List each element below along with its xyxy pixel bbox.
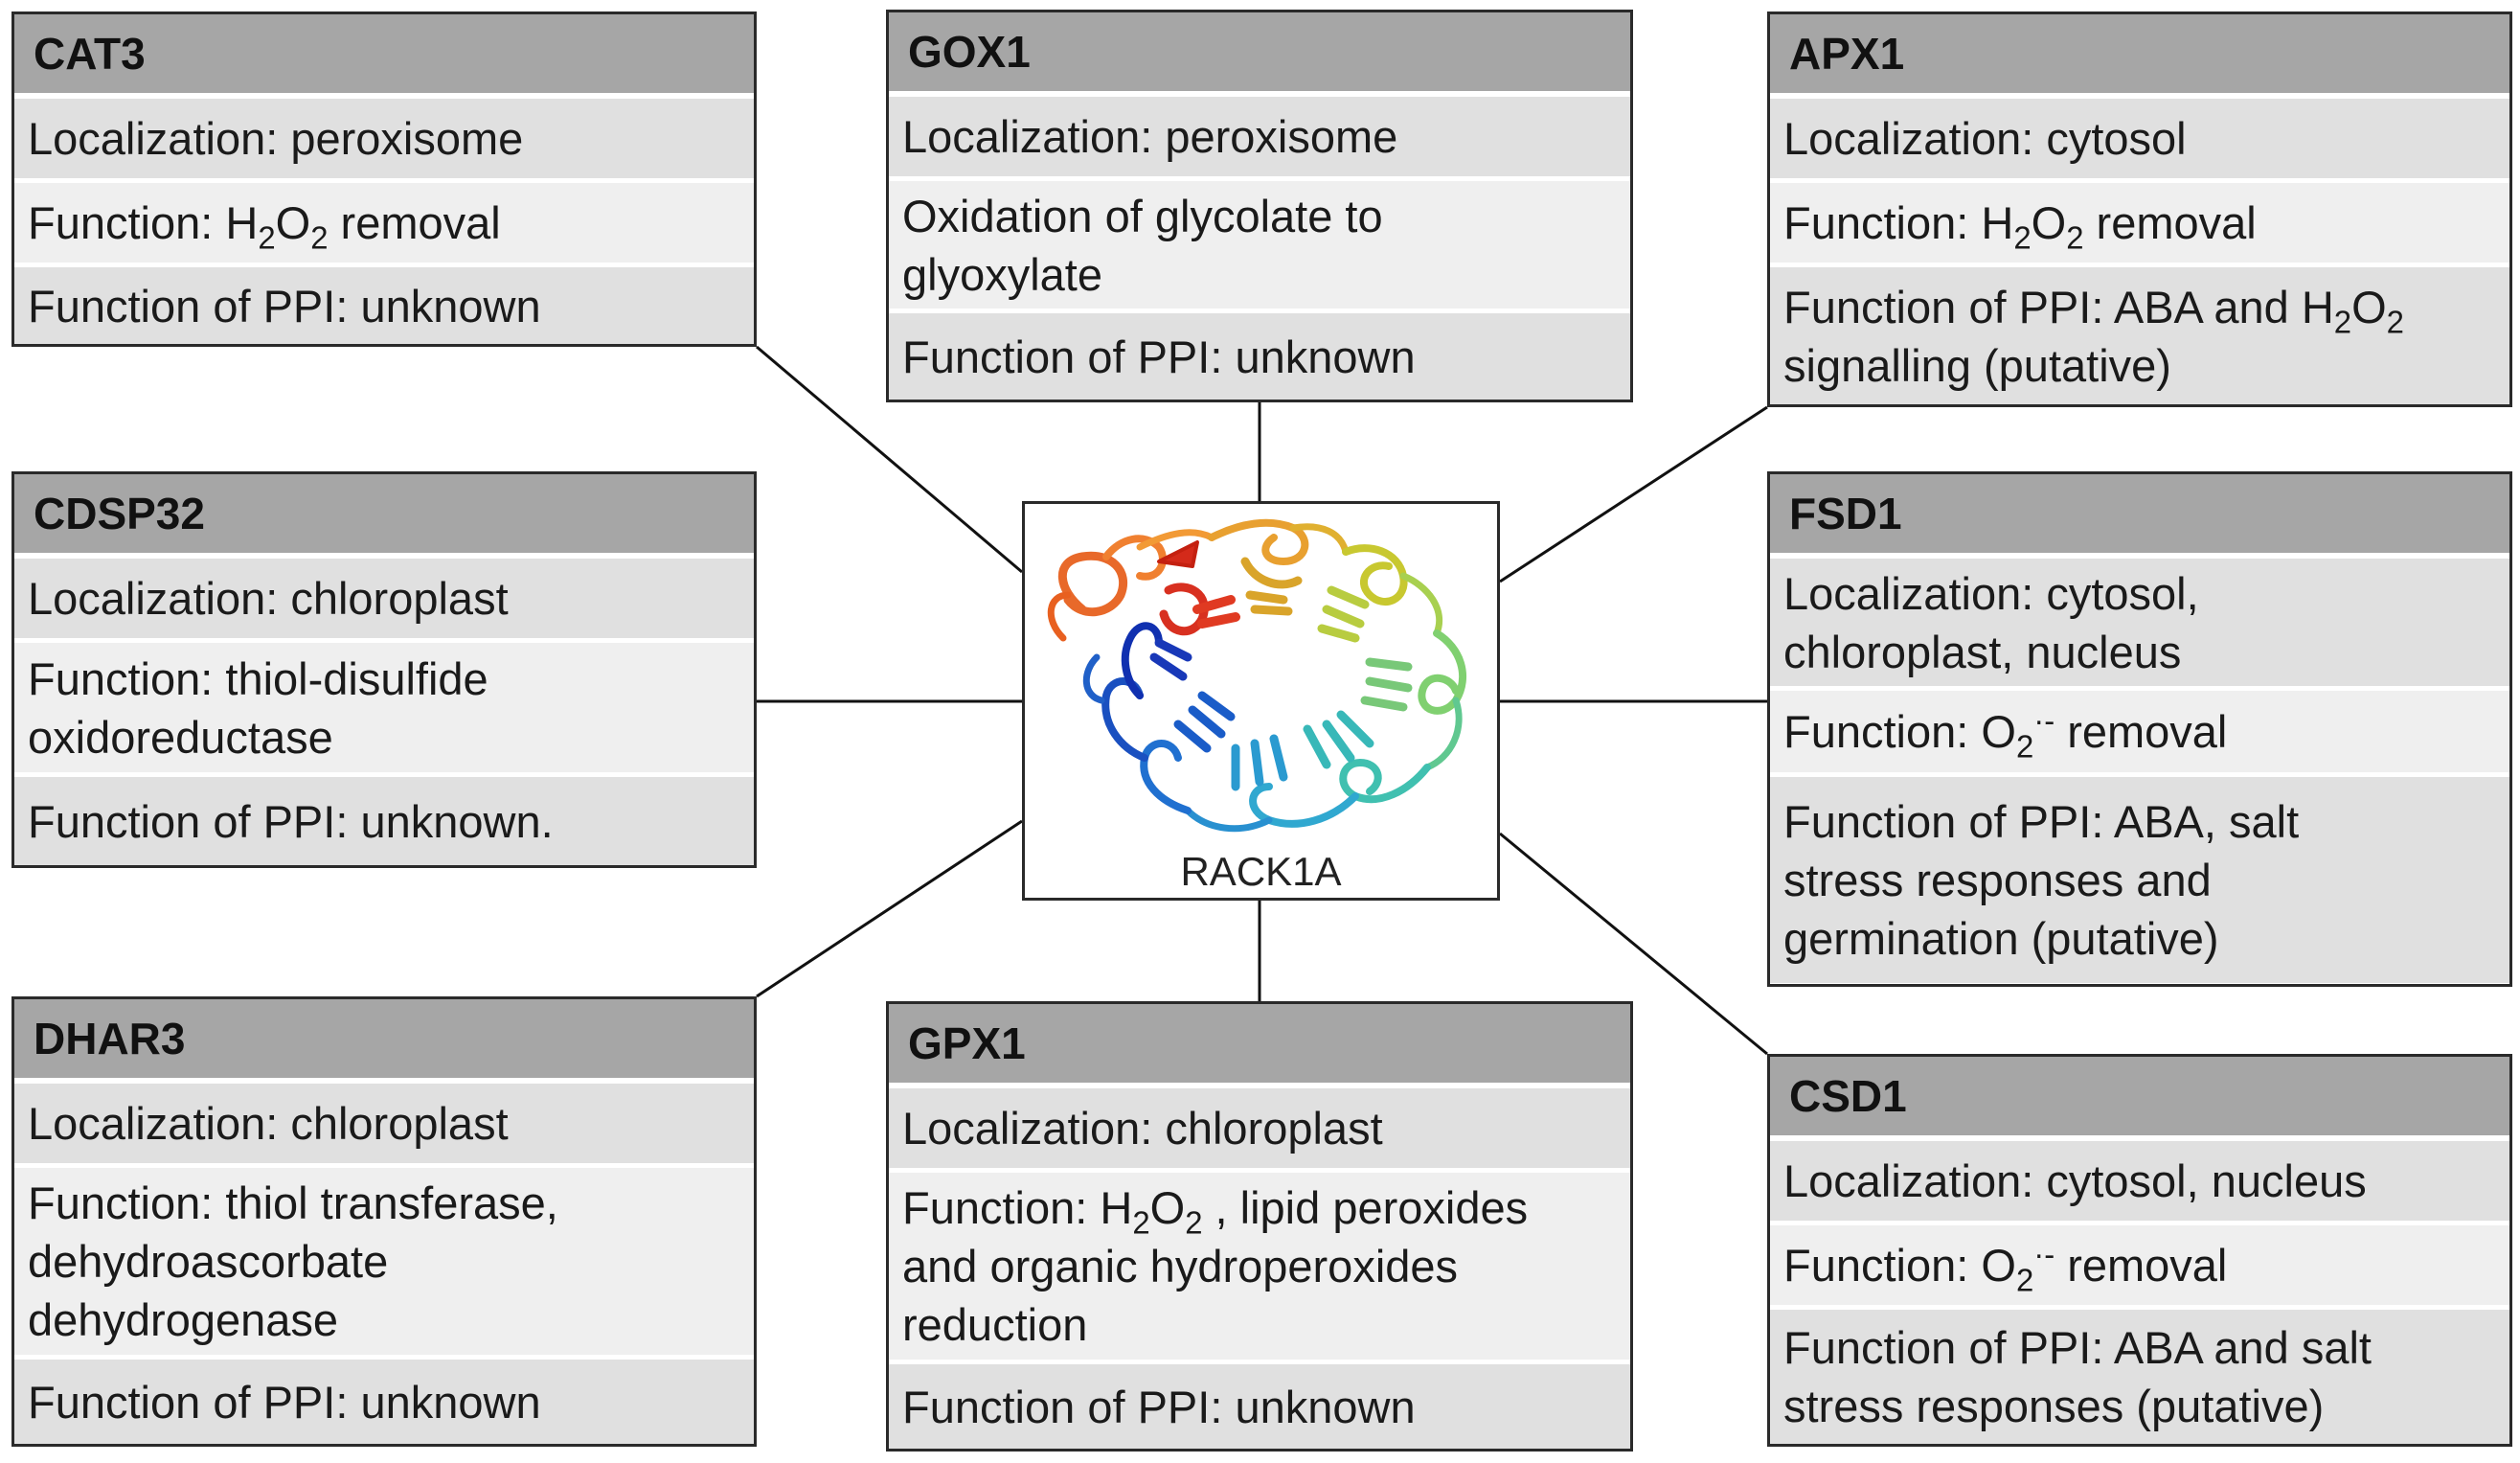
protein-box-fsd1: FSD1 Localization: cytosol,chloroplast, … [1767,471,2512,987]
localization-row: Localization: peroxisome [889,97,1630,181]
box-title: DHAR3 [14,999,754,1084]
function-row: Function: H2O2 removal [1770,183,2509,267]
localization-text: Localization: cytosol, nucleus [1783,1155,2367,1206]
function-text: Function: O2·- removal [1783,1236,2228,1298]
connector-csd1 [1499,832,1768,1056]
box-title: GOX1 [889,12,1630,97]
localization-text: Localization: chloroplast [902,1103,1383,1154]
localization-row: Localization: chloroplast [14,559,754,643]
protein-box-cat3: CAT3 Localization: peroxisome Function: … [11,11,757,347]
rack1a-structure-panel: RACK1A [1022,501,1500,901]
localization-row: Localization: cytosol,chloroplast, nucle… [1770,559,2509,691]
function-row: Function: O2·- removal [1770,1225,2509,1310]
ppi-row: Function of PPI: unknown [889,313,1630,400]
box-title: APX1 [1770,14,2509,99]
connector-dhar3 [756,819,1023,998]
function-row: Function: O2·- removal [1770,691,2509,777]
rack1a-label: RACK1A [1180,849,1342,894]
ppi-text: Function of PPI: unknown. [28,795,554,847]
ppi-row: Function of PPI: unknown [889,1364,1630,1449]
ppi-text: Function of PPI: unknown [902,1381,1416,1432]
protein-box-apx1: APX1 Localization: cytosol Function: H2O… [1767,11,2512,407]
localization-text: Localization: cytosol,chloroplast, nucle… [1783,567,2199,677]
box-title: GPX1 [889,1004,1630,1088]
localization-row: Localization: cytosol, nucleus [1770,1141,2509,1225]
function-text: Function: H2O2 removal [1783,197,2257,256]
box-title: CAT3 [14,14,754,99]
localization-row: Localization: cytosol [1770,99,2509,183]
function-text: Function: H2O2 removal [28,197,501,256]
localization-text: Localization: chloroplast [28,1098,509,1149]
localization-row: Localization: chloroplast [889,1088,1630,1173]
localization-text: Localization: peroxisome [28,113,524,164]
localization-text: Localization: chloroplast [28,573,509,624]
connector-cat3 [756,345,1023,574]
localization-text: Localization: cytosol [1783,113,2187,164]
localization-text: Localization: peroxisome [902,111,1398,162]
ppi-row: Function of PPI: unknown. [14,777,754,865]
function-row: Function: thiol transferase,dehydroascor… [14,1168,754,1360]
protein-box-cdsp32: CDSP32 Localization: chloroplast Functio… [11,471,757,868]
localization-row: Localization: chloroplast [14,1084,754,1168]
ppi-row: Function of PPI: unknown [14,1360,754,1444]
ppi-row: Function of PPI: unknown [14,267,754,344]
ppi-text: Function of PPI: unknown [28,280,541,331]
box-title: CDSP32 [14,474,754,559]
protein-box-gpx1: GPX1 Localization: chloroplast Function:… [886,1001,1633,1452]
protein-box-dhar3: DHAR3 Localization: chloroplast Function… [11,996,757,1447]
connector-apx1 [1499,405,1768,583]
function-row: Function: H2O2 removal [14,183,754,267]
function-text: Function: O2·- removal [1783,702,2228,765]
localization-row: Localization: peroxisome [14,99,754,183]
box-title: CSD1 [1770,1057,2509,1141]
ppi-text: Function of PPI: unknown [902,331,1416,382]
protein-box-gox1: GOX1 Localization: peroxisome Oxidation … [886,10,1633,402]
protein-ribbon-image [1047,518,1467,833]
function-text: Function: thiol transferase,dehydroascor… [28,1177,558,1345]
ppi-text: Function of PPI: unknown [28,1376,541,1428]
box-title: FSD1 [1770,474,2509,559]
protein-box-csd1: CSD1 Localization: cytosol, nucleus Func… [1767,1054,2512,1447]
